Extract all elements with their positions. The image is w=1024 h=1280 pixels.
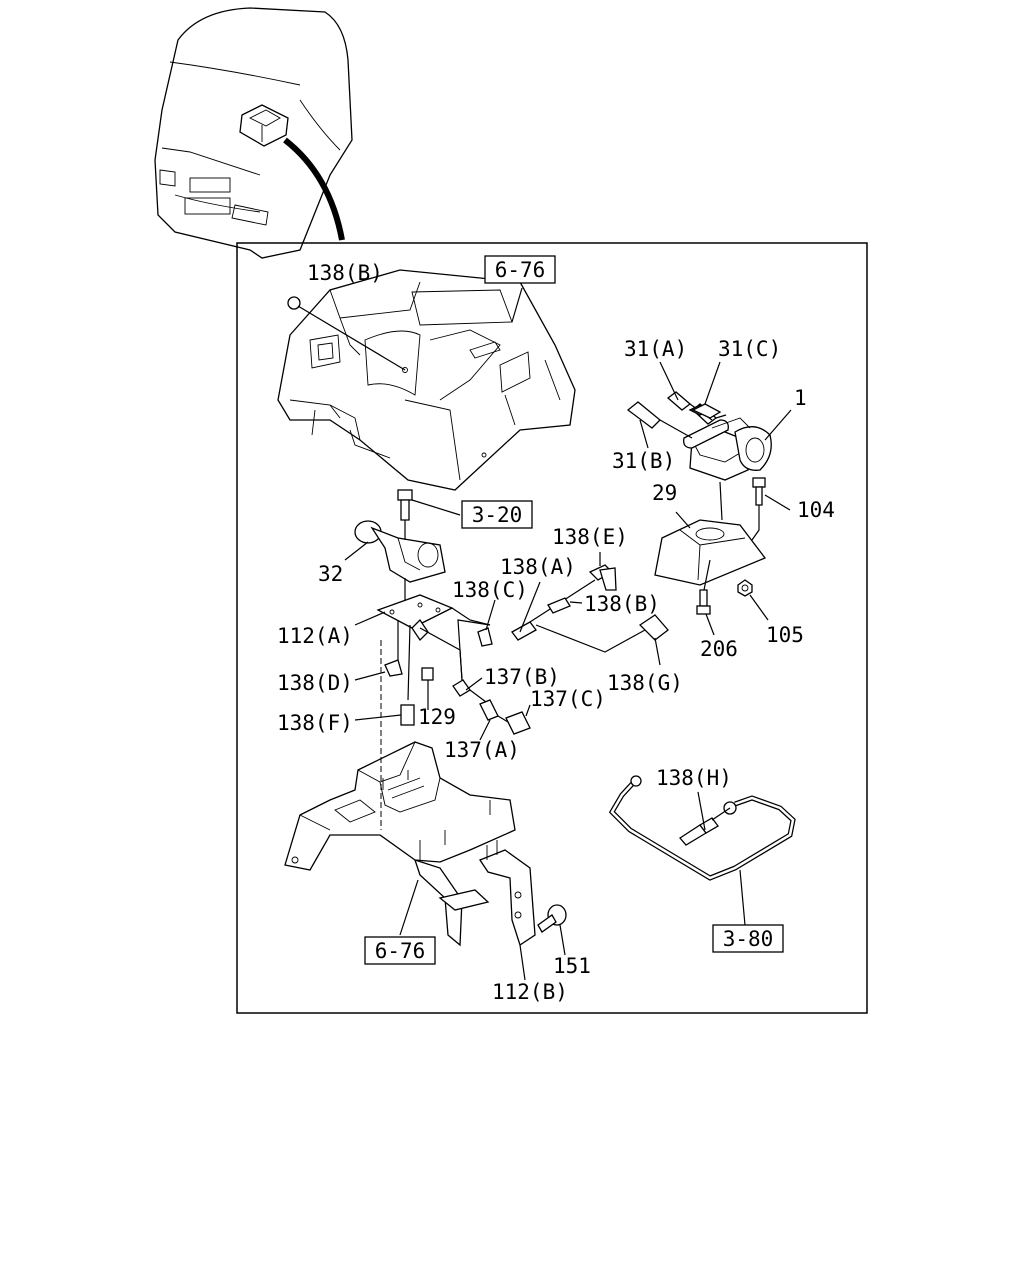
callout-138a: 138(A) [500,555,576,579]
lower-bracket-assembly [284,640,567,947]
detail-frame [236,242,868,1014]
callout-105: 105 [766,623,804,647]
callout-137c: 137(C) [530,687,606,711]
ref-box-3-20: 3-20 [472,503,523,527]
ref-box-3-80: 3-80 [723,927,774,951]
ref-box-6-76-bottom: 6-76 [375,939,426,963]
callout-137a: 137(A) [444,738,520,762]
callout-138g: 138(G) [607,671,683,695]
ref-box-6-76-top: 6-76 [495,258,546,282]
truck-cab-overview [154,7,353,259]
fasteners-right [696,477,766,615]
pipe-assembly-3-80 [608,775,796,881]
callout-31c: 31(C) [718,337,781,361]
callout-138d: 138(D) [277,671,353,695]
callout-137b: 137(B) [484,665,560,689]
callout-112a: 112(A) [277,624,353,648]
callout-138c: 138(C) [452,578,528,602]
callout-labels: 138(B) 31(A) 31(C) 1 31(B) 29 104 138(E)… [277,261,835,1004]
callout-31b: 31(B) [612,449,675,473]
callout-206: 206 [700,637,738,661]
valve-32-assembly [354,489,491,701]
callout-138f: 138(F) [277,711,353,735]
callout-112b: 112(B) [492,980,568,1004]
callout-138b: 138(B) [584,592,660,616]
top-cover-assembly [277,269,576,491]
air-valve-assembly [626,391,772,481]
callout-1: 1 [794,386,807,410]
callout-138e: 138(E) [552,525,628,549]
callout-31a: 31(A) [624,337,687,361]
callout-162: 138(B) [307,261,383,285]
leader-lines [344,287,792,981]
callout-104: 104 [797,498,835,522]
reference-boxes: 6-76 3-20 6-76 3-80 [364,255,784,965]
callout-151: 151 [553,954,591,978]
callout-32: 32 [318,562,343,586]
fittings-138 [384,564,669,735]
bracket-29 [654,481,767,586]
callout-129: 129 [418,705,456,729]
callout-138h: 138(H) [656,766,732,790]
callout-29: 29 [652,481,677,505]
